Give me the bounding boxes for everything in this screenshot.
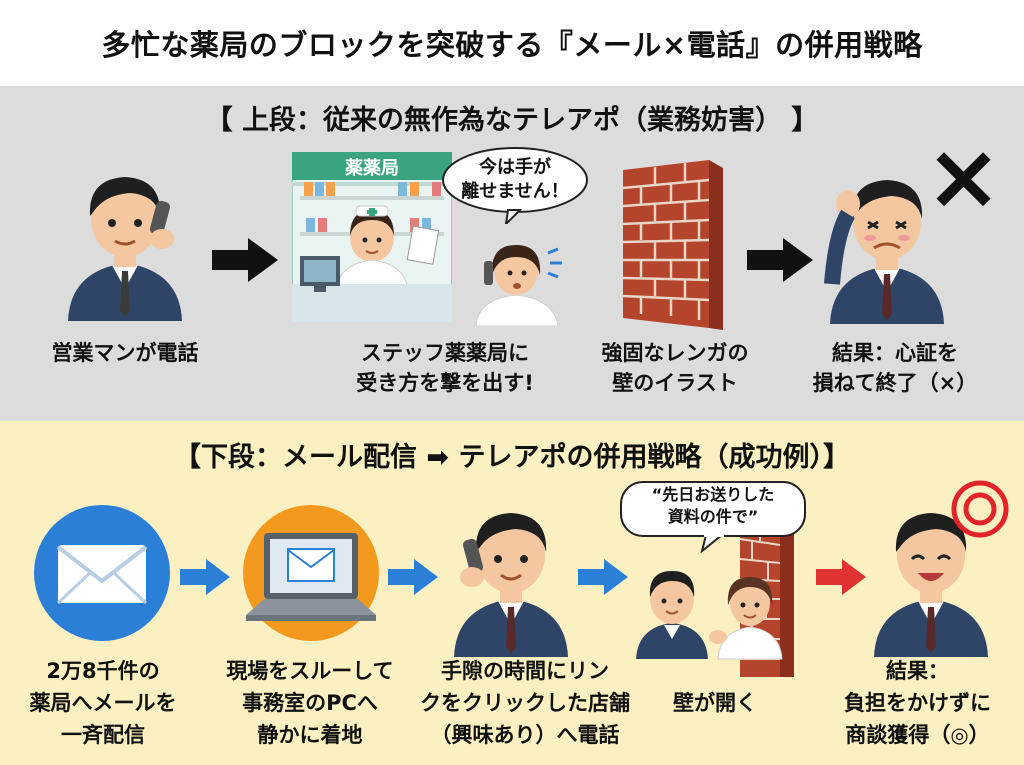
lower-bubble-text: “先日お送りした 資料の件で”: [651, 485, 775, 526]
salesman-phone-illustration: [68, 177, 182, 321]
frustrated-salesman-illustration: [824, 180, 944, 324]
blue-arrow-2: [388, 559, 438, 595]
email-envelope-icon: [34, 505, 170, 641]
fail-x-mark: ×: [925, 123, 1003, 230]
lower-caption-5: 結果： 負担をかけずに 商談獲得（◎）: [844, 659, 991, 747]
upper-caption-3: 強固なレンガの 壁のイラスト: [601, 341, 749, 395]
success-double-circle-icon: [951, 480, 1009, 538]
red-arrow: [816, 559, 866, 595]
pharmacy-counter-illustration: [292, 152, 452, 322]
page-title: 多忙な薬局のブロックを突破する『メール×電話』の併用戦略: [0, 0, 1024, 86]
black-arrow-2: [747, 238, 813, 282]
upper-heading: 【 上段：従来の無作為なテレアポ（業務妨害） 】: [205, 105, 819, 136]
busy-pharmacist-illustration: [475, 245, 562, 326]
lower-caption-4: 壁が開く: [673, 691, 757, 715]
upper-section: 【 上段：従来の無作為なテレアポ（業務妨害） 】 営業マンが電話: [0, 86, 1024, 421]
lower-caption-3: 手隙の時間にリン クをクリックした店舗 （興味あり）へ電話: [420, 659, 630, 747]
upper-caption-1: 営業マンが電話: [51, 341, 199, 365]
laptop-email-illustration: [243, 505, 379, 641]
lower-caption-1: 2万8千件の 薬局へメールを 一斉配信: [29, 659, 177, 747]
upper-speech-bubble: [442, 147, 588, 224]
upper-caption-2: ステッフ薬薬局に 受き方を撃を出す!: [356, 341, 534, 395]
salesman-calling-illustration: [454, 513, 568, 657]
lower-heading: 【下段：メール配信 ➡ テレアポの併用戦略（成功例）】: [174, 442, 850, 473]
upper-caption-4: 結果：心証を 損ねて終了（×）: [812, 341, 978, 395]
blue-arrow-1: [180, 559, 230, 595]
lower-speech-bubble: [620, 481, 806, 553]
upper-bubble-text: 今は手が 離せません！: [461, 157, 569, 202]
lower-caption-2: 現場をスルーして 事務室のPCへ 静かに着地: [226, 659, 394, 747]
lower-section: 【下段：メール配信 ➡ テレアポの併用戦略（成功例）】: [0, 421, 1024, 765]
black-arrow-1: [212, 238, 278, 282]
happy-salesman-illustration: [874, 513, 988, 657]
wall-opens-illustration: [636, 519, 794, 677]
pharmacy-sign: 薬薬局: [345, 158, 399, 179]
brick-wall-illustration: [622, 160, 723, 330]
blue-arrow-3: [578, 559, 628, 595]
